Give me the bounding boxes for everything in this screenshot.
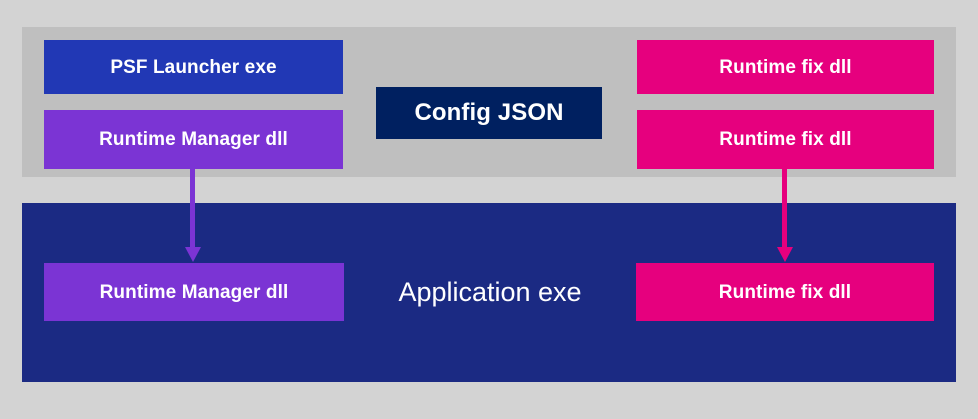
block-psf-launcher-exe: PSF Launcher exe — [44, 40, 343, 94]
block-config-json: Config JSON — [376, 87, 602, 139]
block-runtime-manager-dll: Runtime Manager dll — [44, 110, 343, 169]
arrow-runtime-manager-injection-icon — [184, 167, 202, 263]
arrow-runtime-fix-injection-icon — [776, 167, 794, 263]
block-runtime-manager-dll-injected: Runtime Manager dll — [44, 263, 344, 321]
block-runtime-fix-dll-1: Runtime fix dll — [637, 40, 934, 94]
application-exe-label: Application exe — [398, 276, 582, 307]
block-runtime-fix-dll-injected: Runtime fix dll — [636, 263, 934, 321]
block-runtime-fix-dll-2: Runtime fix dll — [637, 110, 934, 169]
